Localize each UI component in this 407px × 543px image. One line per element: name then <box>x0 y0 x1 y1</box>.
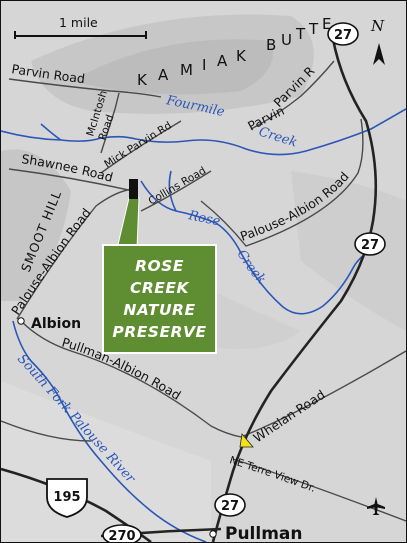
svg-text:B: B <box>266 36 280 54</box>
north-arrow-label: N <box>370 17 385 35</box>
fourmile-tributary <box>40 123 62 141</box>
svg-text:27: 27 <box>361 238 379 253</box>
sr270-shield: 270 <box>102 524 142 542</box>
pullman-albion-road <box>20 320 242 438</box>
svg-text:I: I <box>202 56 210 74</box>
parvin-road-west <box>8 78 162 98</box>
svg-text:M: M <box>180 61 197 79</box>
svg-text:U: U <box>281 31 296 49</box>
collins-road <box>140 170 212 212</box>
shawnee-road <box>8 168 134 192</box>
preserve-line-3: NATURE <box>123 301 196 319</box>
us195-shield: 195 <box>46 478 88 518</box>
airport-icon <box>367 497 385 515</box>
whelan-road <box>240 350 406 438</box>
svg-text:K: K <box>137 71 151 89</box>
preserve-line-4: PRESERVE <box>112 323 207 341</box>
mick-parvin-road <box>100 120 182 174</box>
svg-text:195: 195 <box>53 490 80 505</box>
svg-text:T: T <box>295 25 309 43</box>
preserve-line-1: ROSE <box>135 257 184 275</box>
svg-text:27: 27 <box>334 28 352 43</box>
sr27-shield-top: 27 <box>327 22 359 46</box>
sr27-shield-bottom: 27 <box>214 493 246 517</box>
mcintosh-road <box>100 92 120 154</box>
preserve-line-2: CREEK <box>130 279 189 297</box>
svg-text:T: T <box>308 20 322 38</box>
palouse-albion-road-east <box>200 118 364 247</box>
scale-bar-label: 1 mile <box>59 15 98 30</box>
rose-creek <box>140 180 382 315</box>
albion-label: Albion <box>31 316 81 332</box>
albion-dot <box>17 317 25 325</box>
rose-creek-tributary <box>168 170 177 212</box>
rose-label-line1: Rose <box>186 208 222 230</box>
yellow-flag-icon <box>239 433 254 448</box>
svg-text:A: A <box>158 66 172 84</box>
south-fork-palouse-river <box>12 320 207 542</box>
preserve-marker-icon <box>129 179 138 199</box>
local-roads <box>1 60 406 522</box>
albion-local-road <box>1 420 92 442</box>
parvin-road-east <box>250 60 335 130</box>
svg-text:270: 270 <box>108 529 135 542</box>
sr27-shield-mid: 27 <box>354 232 386 256</box>
svg-text:K: K <box>236 47 250 65</box>
pullman-label: Pullman <box>225 524 303 542</box>
waterways <box>1 108 406 542</box>
terre-view-drive <box>232 458 406 522</box>
pullman-dot <box>209 530 217 538</box>
scale-bar: 1 mile <box>14 15 147 39</box>
sr-27 <box>211 38 378 542</box>
kamiak-butte-label: K A M I A K B U T T E <box>137 15 335 89</box>
svg-text:E: E <box>322 15 335 33</box>
fourmile-creek <box>1 108 406 156</box>
rose-creek-nature-preserve-label[interactable]: ROSE CREEK NATURE PRESERVE <box>102 244 217 354</box>
north-arrow-icon: N <box>370 17 385 65</box>
palouse-albion-road-west <box>16 188 134 320</box>
svg-text:A: A <box>217 52 231 70</box>
svg-text:27: 27 <box>221 499 239 514</box>
